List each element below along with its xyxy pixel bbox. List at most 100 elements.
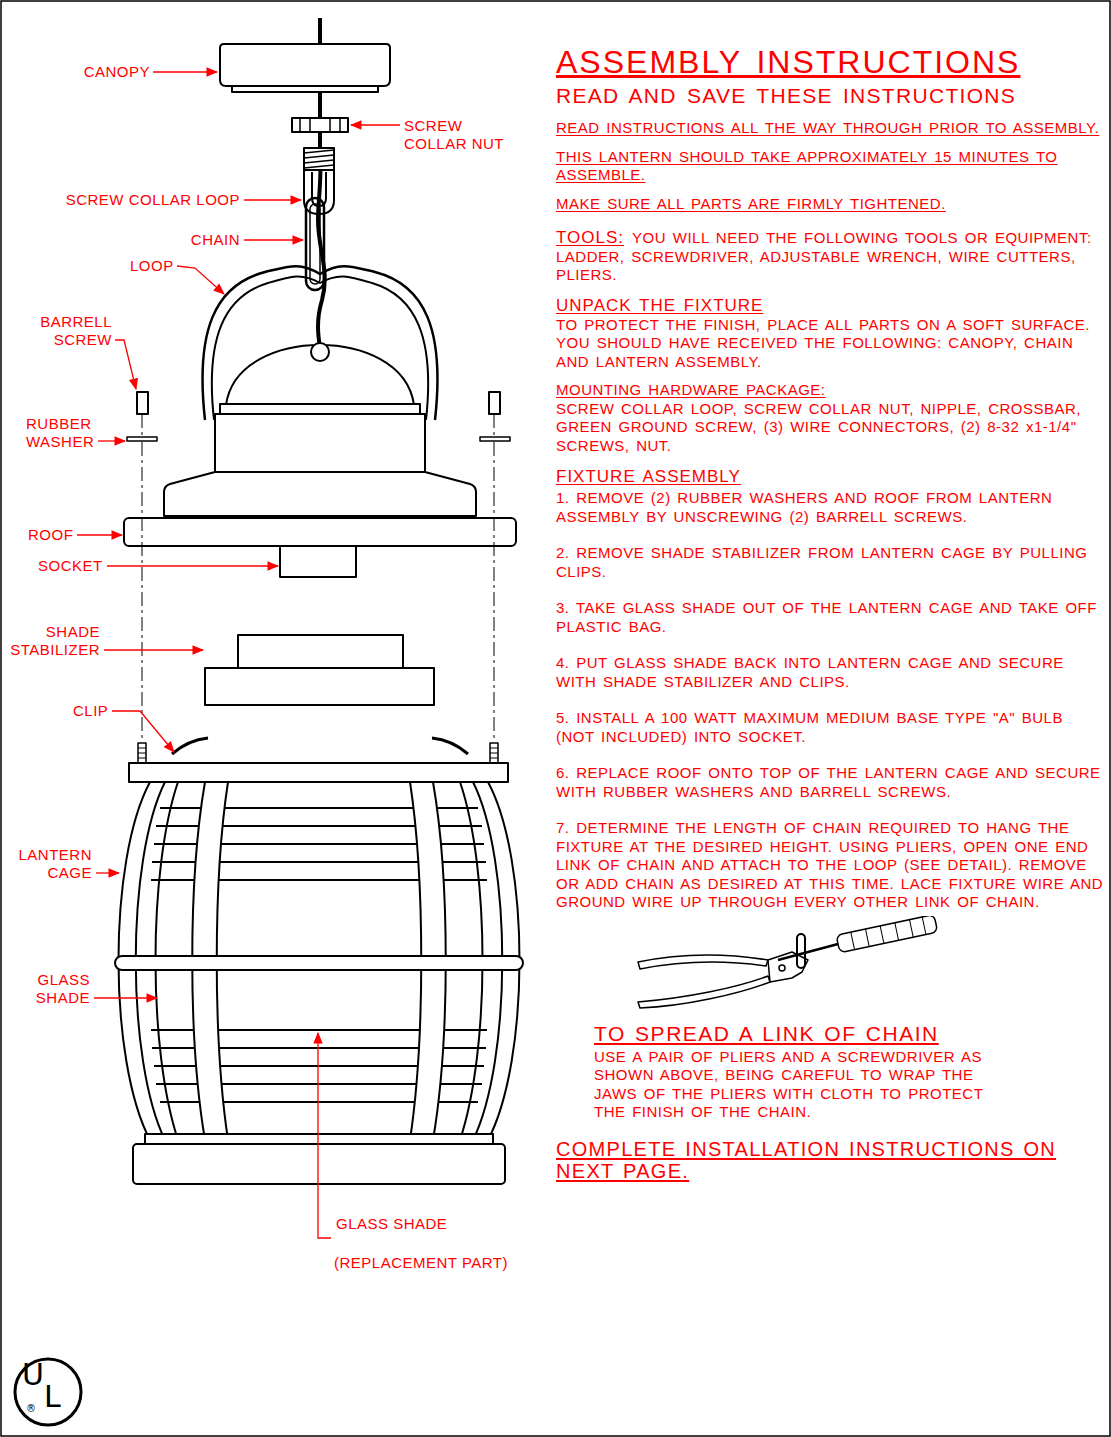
part-label: SOCKET: [38, 557, 103, 575]
ul-logo-letter: L: [44, 1382, 61, 1412]
leader-line: [112, 711, 174, 752]
base-lip: [145, 1134, 493, 1144]
part-label: SHADE STABILIZER: [4, 623, 100, 659]
leader-line: [96, 872, 119, 873]
instruction-text: MOUNTING HARDWARE PACKAGE:: [556, 381, 1104, 400]
instruction-text: 2. REMOVE SHADE STABILIZER FROM LANTERN …: [556, 544, 1104, 581]
ul-logo-letter: U: [22, 1360, 44, 1390]
instruction-text: 3. TAKE GLASS SHADE OUT OF THE LANTERN C…: [556, 599, 1104, 636]
nut-facets: [300, 118, 340, 132]
screw-collar-nut: [292, 118, 348, 132]
canopy-rim: [232, 86, 378, 92]
canopy: [220, 44, 390, 86]
pliers-handle: [638, 955, 768, 969]
rubber-washer: [127, 437, 157, 441]
chain-link: [306, 198, 324, 290]
barrell-screw: [137, 392, 148, 414]
instruction-group: ASSEMBLY INSTRUCTIONS READ AND SAVE THESE…: [556, 44, 1104, 912]
part-label: LANTERN CAGE: [10, 846, 92, 882]
leader-line: [244, 199, 301, 200]
part-label: BARRELL SCREW: [20, 313, 112, 349]
screwdriver-grip: [836, 916, 938, 953]
dome-band: [220, 404, 420, 414]
post-thread: [138, 748, 498, 758]
pliers-handle: [638, 976, 770, 1008]
instruction-text: THIS LANTERN SHOULD TAKE APPROXIMATELY 1…: [556, 148, 1104, 185]
instruction-text: READ AND SAVE THESE INSTRUCTIONS: [556, 84, 1104, 108]
thread-hatch: [304, 150, 334, 168]
instruction-text: SCREW COLLAR LOOP, SCREW COLLAR NUT, NIP…: [556, 400, 1104, 456]
ul-logo-letter: ®: [26, 1404, 37, 1414]
pliers-detail: [556, 916, 1104, 1016]
leader-line: [351, 124, 400, 125]
part-label: CANOPY: [70, 63, 150, 81]
lantern-base: [133, 1144, 505, 1184]
part-label: GLASS SHADE: [336, 1215, 447, 1233]
title: ASSEMBLY INSTRUCTIONS: [556, 44, 1104, 80]
screwdriver-shaft: [778, 944, 838, 960]
roof-step: [164, 472, 476, 516]
leader-line: [94, 997, 157, 998]
ul-logo-ring: [15, 1359, 81, 1425]
instruction-text: 1. REMOVE (2) RUBBER WASHERS AND ROOF FR…: [556, 489, 1104, 526]
screwdriver-handle: [836, 916, 938, 953]
instruction-text: TO SPREAD A LINK OF CHAIN: [594, 1022, 994, 1046]
part-label: (REPLACEMENT PART): [334, 1254, 508, 1272]
instruction-text: 5. INSTALL A 100 WATT MAXIMUM MEDIUM BAS…: [556, 709, 1104, 746]
leader-line: [318, 1033, 331, 1238]
roof: [124, 518, 516, 546]
shade-stabilizer-top: [238, 635, 403, 668]
leader-line: [77, 534, 122, 535]
instruction-group: TO SPREAD A LINK OF CHAINUSE A PAIR OF P…: [556, 1022, 1104, 1182]
leader-line: [115, 340, 136, 389]
screw-collar-thread: [304, 148, 334, 170]
loop-inner: [212, 277, 428, 420]
shade-stabilizer-base: [205, 668, 434, 705]
part-label: CHAIN: [140, 231, 240, 249]
finial-ball: [311, 343, 329, 361]
part-label: RUBBER WASHER: [26, 415, 106, 451]
instruction-text: YOU WILL NEED THE FOLLOWING TOOLS OR EQU…: [556, 229, 1092, 283]
leader-line: [153, 71, 217, 72]
roof-cylinder: [215, 414, 425, 472]
cage-middle-ring: [115, 956, 523, 970]
chain-link: [797, 934, 805, 968]
instruction-text: 7. DETERMINE THE LENGTH OF CHAIN REQUIRE…: [556, 819, 1104, 912]
barrell-screw: [489, 392, 500, 414]
loop: [203, 266, 438, 420]
instruction-text: 6. REPLACE ROOF ONTO TOP OF THE LANTERN …: [556, 764, 1104, 801]
instruction-text: READ INSTRUCTIONS ALL THE WAY THROUGH PR…: [556, 119, 1104, 138]
leader-line: [98, 440, 125, 441]
pliers-pivot: [779, 965, 785, 971]
instruction-text: TO PROTECT THE FINISH, PLACE ALL PARTS O…: [556, 316, 1104, 372]
leader-line: [177, 266, 224, 294]
leader-line: [104, 649, 203, 650]
part-label: LOOP: [130, 257, 174, 275]
rubber-washer: [480, 437, 510, 441]
instruction-text: 4. PUT GLASS SHADE BACK INTO LANTERN CAG…: [556, 654, 1104, 691]
leader-line: [107, 565, 278, 566]
paragraph: TOOLS:YOU WILL NEED THE FOLLOWING TOOLS …: [556, 229, 1104, 285]
instruction-column: ASSEMBLY INSTRUCTIONS READ AND SAVE THESE…: [556, 44, 1104, 1182]
instruction-text: FIXTURE ASSEMBLY: [556, 467, 1104, 487]
clip: [172, 738, 468, 754]
part-label: ROOF: [28, 526, 73, 544]
pliers: [638, 916, 938, 1008]
part-label: SCREW COLLAR NUT: [404, 117, 516, 153]
instruction-text: USE A PAIR OF PLIERS AND A SCREWDRIVER A…: [594, 1048, 994, 1122]
grip-ridges: [851, 916, 926, 949]
instruction-text: TOOLS:: [556, 228, 624, 247]
screw-collar-loop-inner: [312, 172, 326, 206]
instruction-text: MAKE SURE ALL PARTS ARE FIRMLY TIGHTENED…: [556, 195, 1104, 214]
assembly-line: [142, 414, 494, 742]
instruction-text: UNPACK THE FIXTURE: [556, 296, 1104, 316]
instruction-text: COMPLETE INSTALLATION INSTRUCTIONS ON NE…: [556, 1138, 1104, 1182]
cage-top-ring: [129, 763, 508, 782]
part-label: CLIP: [73, 702, 108, 720]
socket: [280, 546, 356, 577]
part-label: SCREW COLLAR LOOP: [30, 191, 240, 209]
part-label: GLASS SHADE: [20, 971, 90, 1007]
leader-line: [244, 239, 303, 240]
